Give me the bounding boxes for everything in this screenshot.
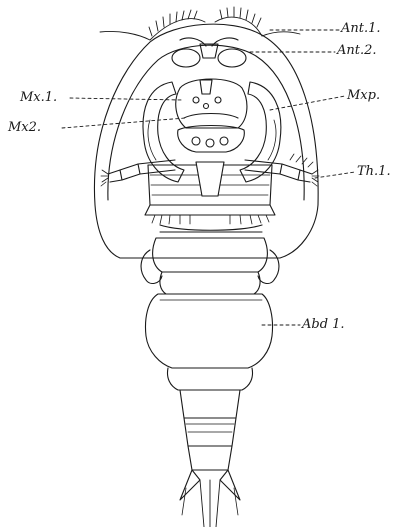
head-appendages (172, 38, 246, 67)
label-abd-1: Abd 1. (302, 318, 345, 331)
antenna-2-left (172, 49, 200, 67)
antenna-1 (100, 7, 300, 40)
label-mx-2: Mx2. (8, 121, 41, 134)
abdomen-segments (180, 390, 240, 470)
abdomen-segment-1 (146, 294, 273, 390)
label-th-1: Th.1. (357, 165, 391, 178)
antenna-2-right (218, 49, 246, 67)
label-mxp: Mxp. (347, 89, 380, 102)
label-ant-1: Ant.1. (341, 22, 381, 35)
mouthparts (176, 79, 247, 152)
leader-th1 (315, 172, 355, 178)
posterior-thorax (141, 238, 279, 294)
leader-mx2 (62, 118, 185, 128)
leader-mxp (270, 96, 345, 110)
thorax (145, 162, 275, 232)
label-mx-1: Mx.1. (20, 91, 57, 104)
telson (180, 470, 240, 527)
label-ant-2: Ant.2. (337, 44, 377, 57)
